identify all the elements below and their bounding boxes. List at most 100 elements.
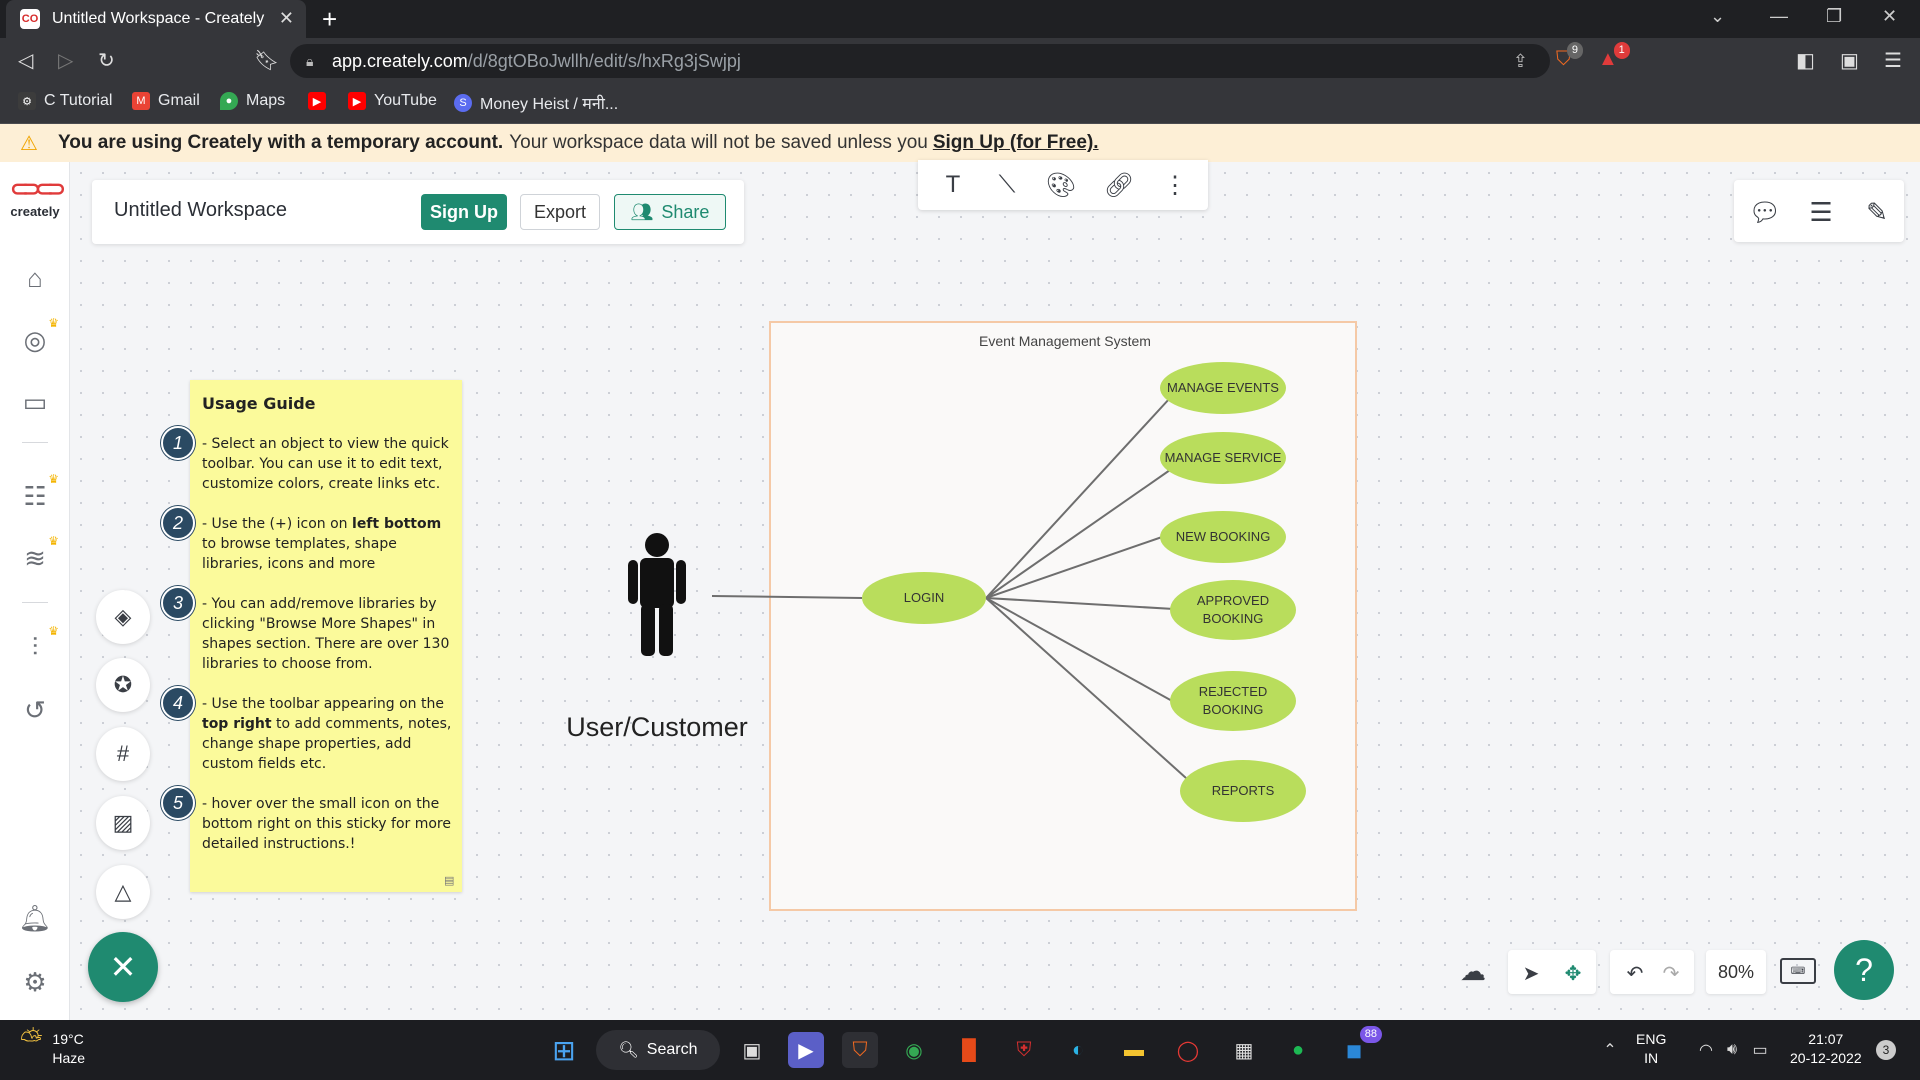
usecase-reports[interactable]: REPORTS	[1180, 760, 1306, 822]
favorite-shapes-icon[interactable]: ✪	[96, 658, 150, 712]
folder-icon[interactable]: ▭	[22, 386, 48, 417]
history-icon[interactable]: ↺	[24, 694, 46, 725]
bookmark-c-tutorial[interactable]: ⚙C Tutorial	[18, 92, 112, 110]
chrome-icon[interactable]: ◉	[905, 1039, 923, 1062]
usage-guide-sticky[interactable]: Usage Guide - Select an object to view t…	[190, 380, 462, 892]
image-icon[interactable]: ▨	[96, 796, 150, 850]
url-field[interactable]: 🔒︎ app.creately.com/d/8gtOBoJwllh/edit/s…	[290, 44, 1550, 78]
language-indicator[interactable]: ENG IN	[1636, 1030, 1666, 1068]
new-tab-icon[interactable]: +	[322, 4, 338, 34]
file-explorer-icon[interactable]: ▬	[1124, 1038, 1144, 1061]
brave-shield-icon[interactable]: ⛉9	[1556, 42, 1583, 71]
warning-icon: ⚠	[20, 133, 38, 155]
color-palette-icon[interactable]: 🎨︎	[1045, 171, 1077, 199]
show-hidden-icons-icon[interactable]: ⌃	[1603, 1042, 1617, 1059]
usecase-manage-events[interactable]: MANAGE EVENTS	[1160, 362, 1286, 414]
usecase-login[interactable]: LOGIN	[862, 572, 986, 624]
mcafee-icon[interactable]: ⛨	[1016, 1038, 1032, 1061]
weather-widget[interactable]: ⛅︎ 19°C Haze	[20, 1026, 85, 1068]
task-view-icon[interactable]: ▣	[742, 1039, 762, 1062]
creately-logo-text: creately	[10, 204, 60, 219]
clock[interactable]: 21:07 20-12-2022	[1790, 1030, 1862, 1068]
spotify-icon[interactable]: ●	[1291, 1038, 1305, 1061]
shape-properties-icon[interactable]: ☰	[1809, 196, 1833, 227]
bookmark-youtube-icon-only[interactable]: ▶	[308, 92, 326, 110]
sticky-info-icon[interactable]: ▤	[444, 874, 455, 887]
usecase-manage-service[interactable]: MANAGE SERVICE	[1160, 432, 1286, 484]
battery-icon[interactable]: ▭	[1752, 1042, 1768, 1059]
bookmark-icon[interactable]: 🔖︎	[254, 50, 280, 72]
tab-close-icon[interactable]: ✕	[278, 8, 294, 28]
settings-gear-icon[interactable]: ⚙	[23, 966, 47, 997]
sliders-icon[interactable]: ⫶♛	[31, 624, 59, 662]
actor-label[interactable]: User/Customer	[566, 712, 748, 742]
zoom-level[interactable]: 80%	[1706, 950, 1766, 994]
shapes-library-icon[interactable]: △	[96, 865, 150, 919]
brave-rewards-icon[interactable]: ▲1	[1598, 42, 1630, 71]
sidebar-toggle-icon[interactable]: ◧	[1796, 50, 1815, 72]
teams-meet-icon[interactable]: ▶	[788, 1032, 824, 1068]
notification-count-badge[interactable]: 3	[1876, 1040, 1896, 1060]
explore-compass-icon[interactable]: ◎♛	[23, 316, 59, 355]
forward-icon[interactable]: ▷	[58, 50, 74, 72]
redo-icon[interactable]: ↷	[1662, 962, 1680, 985]
opera-icon[interactable]: ◯	[1176, 1039, 1200, 1062]
creately-favicon-icon: CO	[20, 9, 40, 29]
outlook-icon[interactable]: ◼88	[1336, 1026, 1382, 1068]
usecase-approved-booking[interactable]: APPROVED BOOKING	[1170, 580, 1296, 640]
more-options-icon[interactable]: ⋮	[1163, 171, 1187, 199]
windows-start-icon[interactable]: ⊞	[552, 1034, 576, 1066]
menu-icon[interactable]: ☰	[1884, 50, 1902, 72]
export-button[interactable]: Export	[520, 194, 600, 230]
pan-move-icon[interactable]: ✥	[1564, 962, 1582, 985]
cloud-sync-icon[interactable]: ☁	[1460, 956, 1486, 986]
wallet-icon[interactable]: ▣	[1840, 50, 1859, 72]
usecase-new-booking[interactable]: NEW BOOKING	[1160, 511, 1286, 563]
reload-icon[interactable]: ↻	[98, 50, 115, 72]
database-icon[interactable]: ≋♛	[24, 534, 59, 573]
restore-icon[interactable]: ❐	[1826, 6, 1843, 26]
close-add-menu-button[interactable]: ✕	[88, 932, 158, 1002]
home-icon[interactable]: ⌂	[27, 262, 43, 293]
notification-bell-icon[interactable]: 🔔︎	[18, 902, 52, 933]
tab-search-chevron-icon[interactable]: ⌄	[1710, 6, 1726, 26]
bookmark-maps[interactable]: ●Maps	[220, 92, 285, 110]
keyboard-shortcuts-icon[interactable]: ⌨	[1780, 958, 1816, 984]
bookmark-youtube[interactable]: ▶YouTube	[348, 92, 437, 110]
window-close-icon[interactable]: ✕	[1882, 6, 1898, 26]
link-icon[interactable]: 🔗︎	[1103, 171, 1135, 199]
microsoft-store-icon[interactable]: ▦	[1234, 1039, 1254, 1062]
taskbar-search[interactable]: 🔍︎ Search	[596, 1030, 720, 1070]
connector-tool-icon[interactable]: ⟍	[998, 171, 1016, 198]
brave-browser-icon[interactable]: ⛉	[842, 1032, 878, 1068]
task-list-icon[interactable]: ☷♛	[23, 472, 59, 511]
layers-icon[interactable]: ◈	[96, 590, 150, 644]
back-icon[interactable]: ◁	[18, 50, 34, 72]
minimize-icon[interactable]: —	[1770, 6, 1788, 26]
sidebar-divider	[22, 442, 48, 443]
pointer-select-icon[interactable]: ➤	[1522, 962, 1540, 985]
workspace-title[interactable]: Untitled Workspace	[114, 199, 288, 221]
volume-icon[interactable]: 🔊︎	[1726, 1041, 1738, 1058]
browser-tab[interactable]: CO Untitled Workspace - Creately ✕	[6, 0, 306, 38]
comment-icon[interactable]: 💬︎	[1748, 196, 1782, 227]
share-button[interactable]: 👥︎ Share	[614, 194, 726, 230]
lock-icon: 🔒︎	[306, 53, 314, 69]
wifi-icon[interactable]: ◠	[1699, 1042, 1713, 1059]
edge-icon[interactable]: ◐	[1071, 1038, 1085, 1061]
premium-crown-icon: ♛	[48, 534, 59, 548]
share-page-icon[interactable]: ⇪	[1512, 51, 1528, 71]
undo-icon[interactable]: ↶	[1626, 962, 1644, 985]
text-tool-icon[interactable]: T	[945, 171, 961, 198]
usecase-rejected-booking[interactable]: REJECTED BOOKING	[1170, 671, 1296, 731]
step-number-badge: 4	[161, 686, 195, 720]
creately-logo[interactable]: ⊂⊃⊂⊃ creately	[4, 176, 66, 219]
signup-link[interactable]: Sign Up (for Free).	[932, 132, 1099, 153]
notes-edit-icon[interactable]: ✎	[1866, 196, 1888, 227]
frame-icon[interactable]: #	[96, 727, 150, 781]
help-button[interactable]: ?	[1834, 940, 1894, 1000]
signup-button[interactable]: Sign Up	[421, 194, 507, 230]
office-icon[interactable]: ▉	[962, 1039, 978, 1062]
